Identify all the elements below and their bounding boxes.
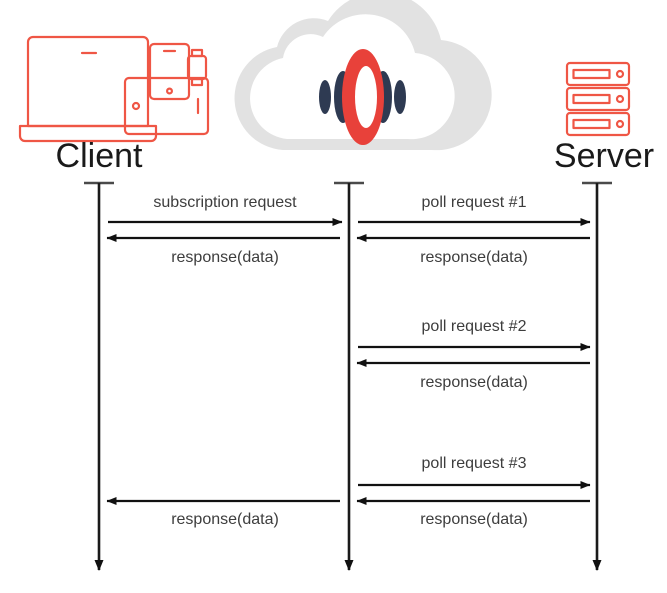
devices-laptop-tablet-phone-watch-icon bbox=[18, 35, 210, 143]
lifeline-cloud bbox=[334, 181, 364, 571]
message-poll-request-2: poll request #2 bbox=[358, 318, 591, 351]
message-label: response(data) bbox=[420, 374, 528, 391]
message-response-server-to-cloud-2: response(data) bbox=[356, 359, 590, 391]
actor-label-server: Server bbox=[554, 137, 654, 175]
server-rack-icon bbox=[565, 61, 631, 137]
actor-label-client: Client bbox=[56, 137, 143, 175]
message-response-server-to-cloud-1: response(data) bbox=[356, 234, 590, 266]
ripple-ring-red-hole bbox=[355, 66, 377, 128]
message-poll-request-1: poll request #1 bbox=[358, 194, 591, 226]
message-label: response(data) bbox=[171, 249, 279, 266]
message-subscription-request: subscription request bbox=[108, 194, 343, 226]
message-poll-request-3: poll request #3 bbox=[358, 455, 591, 489]
message-label: response(data) bbox=[171, 511, 279, 528]
cloud-with-ripple-icon bbox=[234, 0, 492, 151]
message-response-server-to-cloud-3: response(data) bbox=[356, 497, 590, 528]
message-label: poll request #2 bbox=[422, 318, 527, 335]
lifeline-client bbox=[84, 181, 114, 571]
message-label: response(data) bbox=[420, 511, 528, 528]
message-label: response(data) bbox=[420, 249, 528, 266]
lifeline-server bbox=[582, 181, 612, 571]
message-label: subscription request bbox=[153, 194, 297, 211]
ripple-ellipse-outer-left bbox=[319, 80, 331, 114]
message-response-cloud-to-client-1: response(data) bbox=[106, 234, 340, 266]
ripple-ellipse-outer-right bbox=[394, 80, 406, 114]
message-label: poll request #3 bbox=[422, 455, 527, 472]
message-label: poll request #1 bbox=[422, 194, 527, 211]
message-response-cloud-to-client-2: response(data) bbox=[106, 497, 340, 528]
